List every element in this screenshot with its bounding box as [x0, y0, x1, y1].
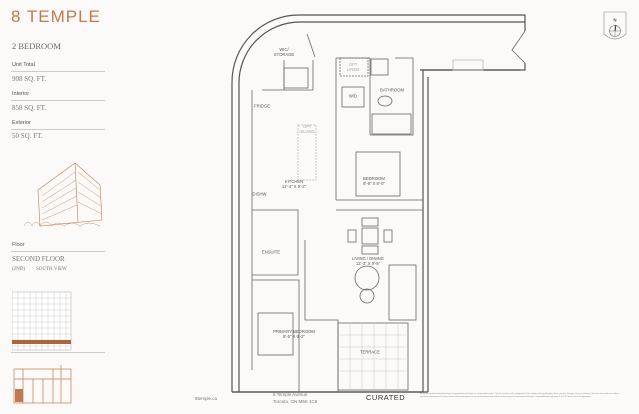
brand-logo: 8 TEMPLE — [11, 7, 101, 26]
room-label-bedroom: BEDROOM 8'-9" X 8'-0" — [363, 175, 385, 186]
floor-keyplan — [13, 365, 72, 404]
address-line-1: 8 Temple Avenue — [273, 392, 308, 397]
unit-type: 2 BEDROOM — [12, 41, 61, 51]
unit-total-label: Unit Total — [12, 62, 35, 68]
room-label-dishwasher: DISHW. — [252, 191, 268, 197]
view-direction: SOUTH VIEW — [36, 267, 67, 272]
floor-value: SECOND FLOOR — [12, 255, 65, 263]
room-label-kitchen: KITCHEN 12'-4" X 9'-2" — [281, 178, 307, 189]
divider — [11, 129, 105, 130]
room-label-primary-bedroom: PRIMARY BEDROOM 8'-5" X 9'-2" — [273, 328, 315, 339]
divider — [11, 100, 105, 101]
room-label-living-dining: LIVING / DINING 12'-3" X 9'-5" — [352, 255, 384, 266]
building-sketch — [23, 162, 103, 227]
room-label-terrace: TERRACE — [359, 349, 381, 355]
room-label-wic: WIC/ STORAGE — [273, 46, 295, 57]
address-line-2: Toronto, ON M6K 1C8 — [273, 399, 318, 404]
compass-north-label: N — [613, 17, 617, 23]
floor-label: Floor — [12, 242, 25, 248]
unit-total-value: 908 SQ. FT. — [12, 75, 47, 83]
compass-icon — [603, 11, 627, 40]
developer-logo: CURATED — [366, 393, 406, 402]
disclaimer: All details and stated room dimensions a… — [420, 393, 620, 398]
room-label-wd: W/D — [348, 93, 358, 99]
room-label-bathroom: BATHROOM — [380, 87, 404, 93]
floor-code: (2ND) — [12, 267, 26, 272]
exterior-wall — [231, 14, 526, 392]
exterior-value: 50 SQ. FT. — [12, 132, 43, 140]
building-elevation-key — [12, 291, 72, 351]
website-link[interactable]: 8temple.ca — [195, 396, 218, 401]
divider — [11, 71, 105, 72]
highlighted-floor — [12, 340, 71, 344]
divider — [11, 251, 105, 252]
room-label-ensuite: ENSUITE — [261, 249, 281, 255]
interior-label: Interior — [12, 91, 30, 97]
room-label-island: OPT ISLAND — [299, 123, 315, 134]
interior-value: 858 SQ. FT. — [12, 104, 47, 112]
room-label-linen: OPT LINEN — [346, 61, 360, 72]
room-label-fridge: FRIDGE — [254, 103, 270, 109]
exterior-label: Exterior — [12, 120, 31, 126]
divider — [11, 352, 105, 353]
